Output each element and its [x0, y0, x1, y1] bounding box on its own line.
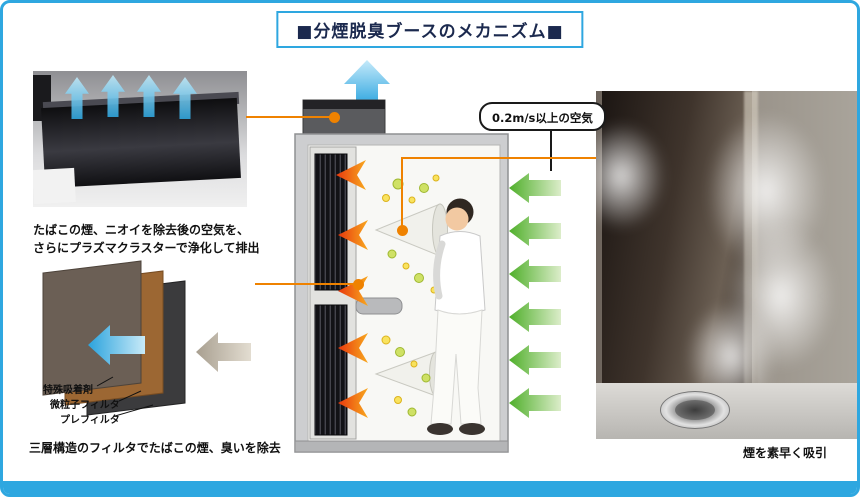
smoke-cloud	[596, 121, 666, 231]
connector-line-suction-v	[401, 157, 403, 231]
filter-label-leader-lines	[96, 376, 154, 417]
filter-panel-adsorbent	[42, 260, 142, 396]
person-figure	[427, 198, 486, 435]
connector-dot-exhaust	[329, 112, 340, 123]
airflow-callout-label: 0.2m/s以上の空気	[492, 111, 593, 125]
exhaust-caption-line2: さらにプラズマクラスターで浄化して排出	[33, 241, 260, 255]
ashtray-inner	[675, 400, 715, 420]
intake-air-arrow-icon	[196, 332, 251, 372]
exhaust-caption: たばこの煙、ニオイを除去後の空気を、 さらにプラズマクラスターで浄化して排出	[33, 221, 259, 257]
bottom-accent-bar	[3, 481, 857, 494]
airflow-callout: 0.2m/s以上の空気	[479, 102, 606, 131]
exhaust-unit-photo	[33, 71, 247, 207]
connector-line-exhaust	[246, 116, 334, 118]
filter-layers-diagram	[42, 260, 251, 417]
booth-base	[294, 440, 509, 453]
airflow-green-arrows	[509, 173, 561, 418]
exhaust-caption-line1: たばこの煙、ニオイを除去後の空気を、	[33, 223, 250, 237]
booth-cross-section	[294, 60, 561, 453]
smoke-particles	[381, 174, 440, 417]
title-box: ■分煙脱臭ブースのメカニズム■	[276, 11, 584, 48]
connector-dot-filter	[353, 279, 364, 290]
callout-leader-line	[550, 126, 552, 171]
filter-label-adsorbent: 特殊吸着剤	[43, 385, 93, 396]
machine-white-block	[33, 167, 76, 205]
connector-dot-suction	[397, 225, 408, 236]
page-title: ■分煙脱臭ブースのメカニズム■	[296, 22, 564, 42]
suction-photo	[596, 91, 857, 439]
filter-caption: 三層構造のフィルタでたばこの煙、臭いを除去	[29, 441, 281, 455]
duct-handle	[355, 297, 403, 315]
suction-caption: 煙を素早く吸引	[743, 446, 828, 460]
filter-label-pre: プレフィルタ	[60, 415, 120, 426]
ashtray	[660, 391, 730, 429]
exhaust-up-arrow-icon	[344, 60, 390, 103]
connector-line-suction-h	[401, 157, 596, 159]
clean-air-arrow-icon	[88, 325, 145, 365]
connector-line-filter	[255, 283, 359, 285]
filter-label-particle: 微粒子フィルタ	[50, 400, 120, 411]
